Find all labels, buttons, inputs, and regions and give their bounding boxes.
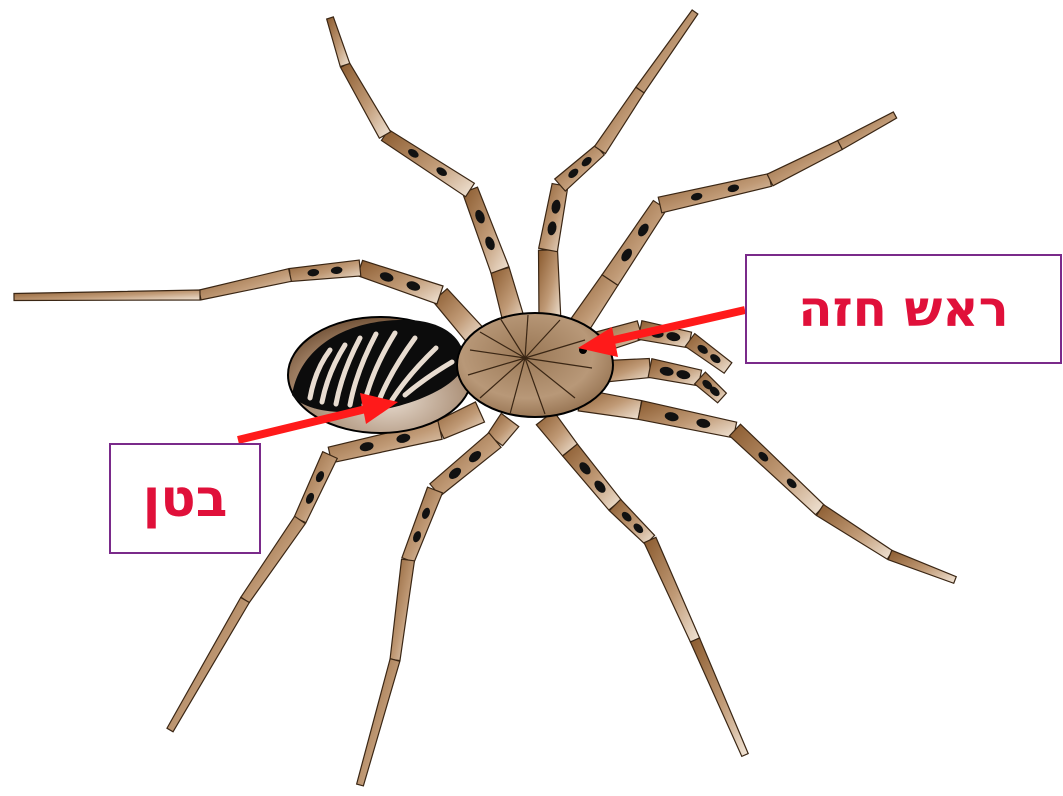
leg-segment [430, 433, 501, 496]
spider-abdomen [288, 317, 472, 433]
cephalothorax-label: ראש חזה [745, 254, 1062, 364]
leg-segment [294, 452, 337, 523]
leg-segment [539, 184, 568, 252]
leg-segment [199, 269, 291, 300]
leg-segment [539, 250, 561, 323]
leg-segment [402, 487, 443, 562]
leg-segment [463, 187, 509, 273]
leg-segment [730, 424, 825, 515]
leg-segment [381, 130, 474, 197]
leg-segment [357, 659, 400, 786]
leg-segment [690, 638, 748, 756]
leg-segment [638, 401, 737, 438]
leg-segment [609, 499, 654, 544]
leg-segment [289, 260, 360, 281]
leg-segment [555, 145, 605, 191]
leg-segment [888, 550, 956, 583]
leg-segment [636, 10, 698, 93]
abdomen-label: בטן [109, 443, 261, 554]
leg-segment [648, 359, 701, 386]
leg-segment [167, 598, 249, 732]
leg-segment [563, 444, 622, 510]
leg-segment [767, 141, 842, 186]
spider-cephalothorax [457, 313, 613, 417]
leg-segment [838, 112, 897, 149]
leg-segment [357, 260, 443, 304]
leg-segment [390, 559, 414, 660]
leg-segment [658, 174, 771, 213]
leg-segment [341, 63, 391, 139]
leg-segment [602, 201, 667, 286]
leg-segment [685, 334, 732, 374]
leg-segment [595, 87, 645, 153]
leg-segment [816, 505, 892, 560]
leg-segment [644, 537, 699, 642]
leg-segment [14, 290, 200, 300]
leg-segment [327, 17, 350, 67]
